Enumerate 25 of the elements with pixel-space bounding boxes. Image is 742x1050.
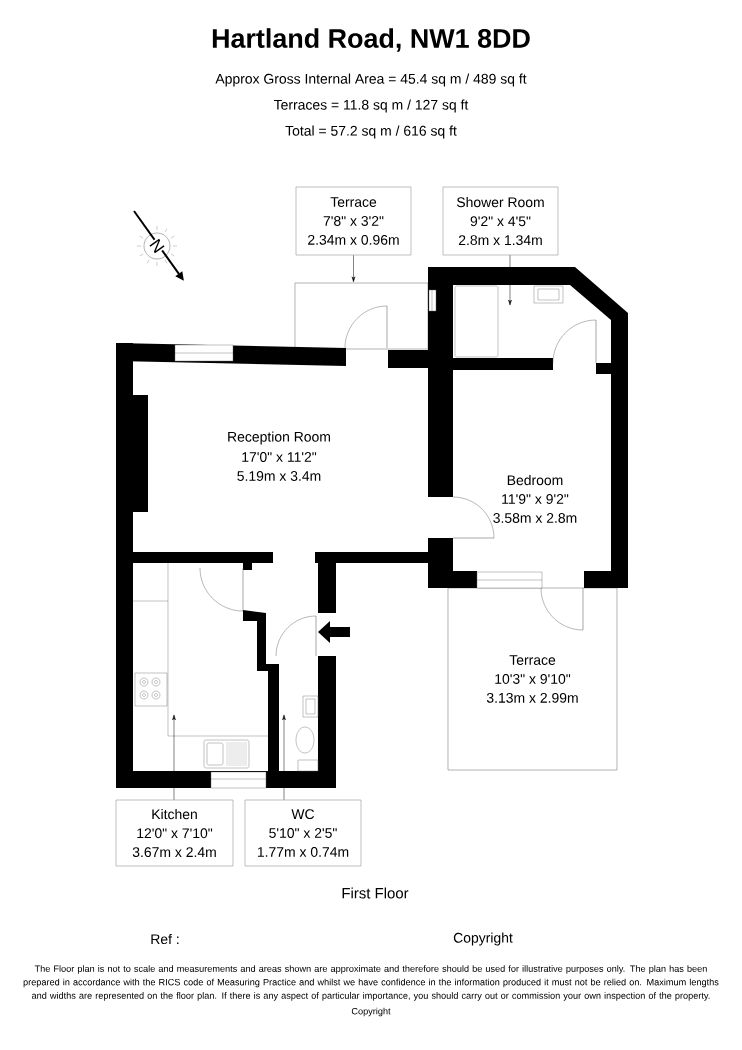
room-label-box: Terrace 7'8" x 3'2" 2.34m x 0.96m [295, 186, 412, 256]
terrace-area: Terrace 10'3" x 9'10" 3.13m x 2.99m [447, 587, 618, 771]
leader-line [351, 255, 356, 283]
room-dimensions: 11'9" x 9'2" [502, 494, 569, 504]
leader-line [508, 255, 512, 306]
floor-name: First Floor [342, 887, 409, 899]
compass-letter: N [148, 236, 166, 256]
room-name: Reception Room [228, 431, 330, 445]
room-label-box: Shower Room 9'2" x 4'5" 2.8m x 1.34m [442, 186, 559, 256]
leader-line [172, 714, 176, 800]
copyright-label: Copyright [453, 932, 513, 946]
room-label-box: Kitchen 12'0" x 7'10" 3.67m x 2.4m [115, 799, 234, 867]
copyright-text: Copyright [351, 1007, 391, 1017]
room-label-box: WC 5'10" x 2'5" 1.77m x 0.74m [244, 799, 362, 867]
room-dimensions: 5.19m x 3.4m [237, 471, 321, 481]
reference-label: Ref : [151, 933, 179, 945]
room-name: Bedroom [507, 474, 563, 486]
leader-line [282, 714, 286, 800]
title: Hartland Road, NW1 8DD [212, 28, 530, 52]
area-text: Approx Gross Internal Area = 45.4 sq m / 489 sq ft [215, 73, 527, 87]
area-text: Terraces = 11.8 sq m / 127 sq ft [273, 99, 469, 113]
disclaimer-text: The Floor plan is not to scale and measurements and areas shown are approximate and therefore should be used for illustrative purposes only. The plan has been prepared in accordance with the RICS code of Measuring Practice and whilst we have confidence in the information produced it must not be relied on. Maximum lengths and widths are represented on the floor plan. If there is any aspect of particular importance, you should carry out or commission your own inspection of the property. [23, 965, 719, 1001]
area-text: Total = 57.2 sq m / 616 sq ft [285, 125, 457, 139]
room-dimensions: 3.58m x 2.8m [493, 513, 577, 523]
room-dimensions: 17'0" x 11'2" [242, 452, 317, 462]
